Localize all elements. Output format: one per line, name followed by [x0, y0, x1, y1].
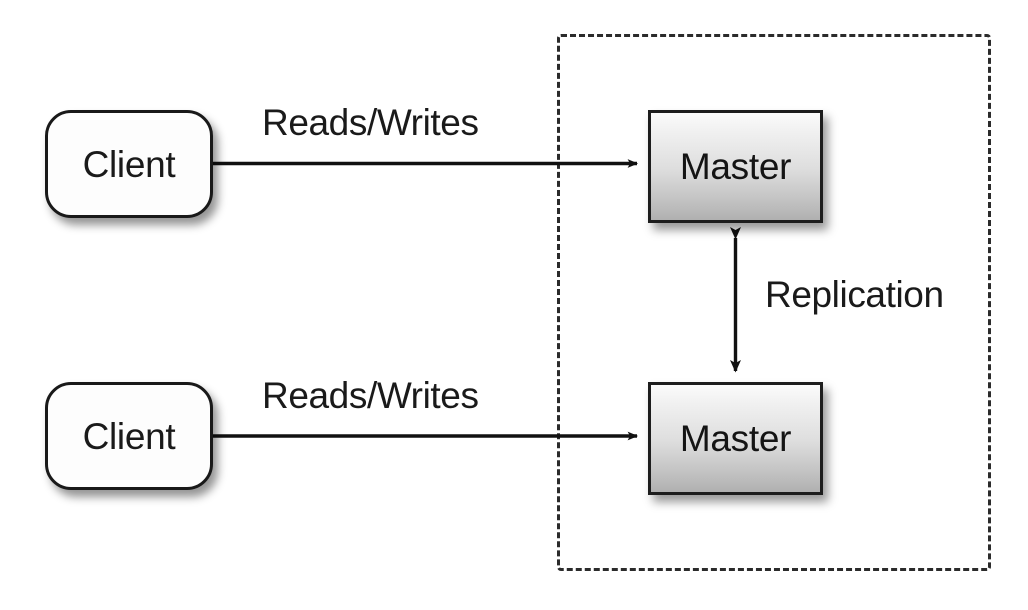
node-client-top-label: Client	[82, 143, 176, 185]
node-client-bottom-label: Client	[82, 415, 176, 457]
node-master-top-label: Master	[679, 146, 792, 187]
node-master-bottom[interactable]: Master	[648, 382, 823, 495]
node-master-top[interactable]: Master	[648, 110, 823, 223]
node-client-bottom[interactable]: Client	[45, 382, 213, 490]
edge-label-replication: Replication	[765, 274, 944, 315]
replication-group-boundary	[557, 34, 991, 571]
edge-label-reads-writes-bottom: Reads/Writes	[262, 375, 479, 416]
edge-label-reads-writes-top: Reads/Writes	[262, 102, 479, 143]
node-client-top[interactable]: Client	[45, 110, 213, 218]
node-master-bottom-label: Master	[679, 418, 792, 459]
